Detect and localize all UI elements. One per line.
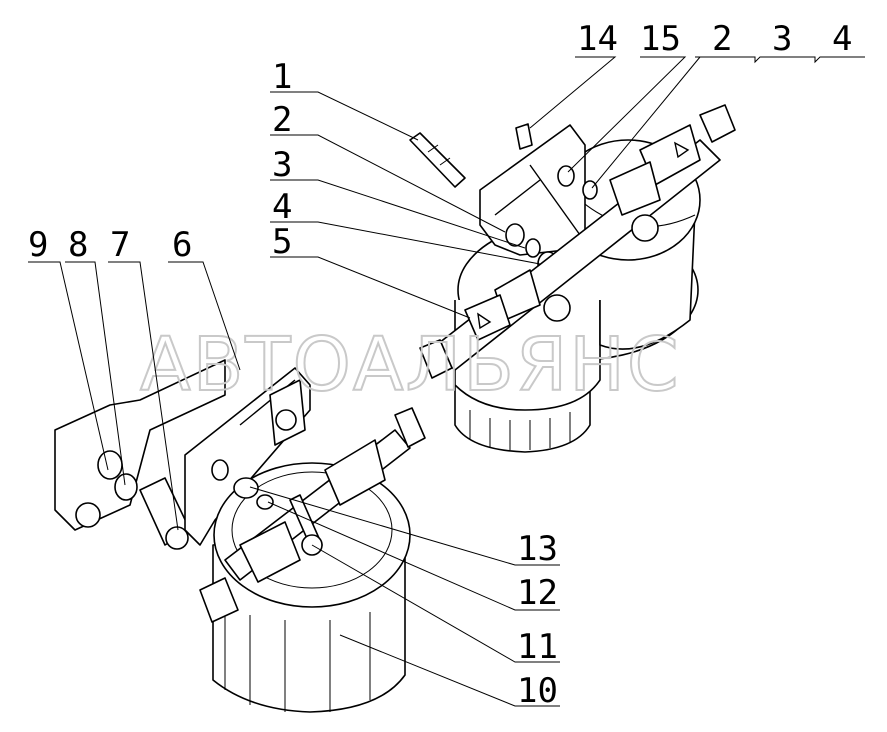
- callout-2-left: 2: [272, 100, 292, 140]
- lower-pipe-cap-nut: [394, 407, 426, 448]
- washer-3: [525, 238, 541, 258]
- callout-3-right: 3: [772, 19, 792, 59]
- callout-9: 9: [28, 225, 48, 265]
- callout-4-right: 4: [832, 19, 852, 59]
- lower-pipe-end-nut: [199, 577, 239, 623]
- callout-2-right: 2: [712, 19, 732, 59]
- leader-lines: [28, 56, 865, 707]
- upper-pipe-cap-nut: [699, 104, 736, 143]
- watermark-text: АВТОАЛЬЯНС: [140, 322, 681, 408]
- callout-5: 5: [272, 222, 292, 262]
- callout-4-left: 4: [272, 187, 292, 227]
- fitting-13: [233, 477, 259, 499]
- callout-6: 6: [172, 225, 192, 265]
- upper-bracket-pin: [515, 123, 533, 150]
- bolt-left-bracket: [75, 502, 101, 528]
- upper-filter-assembly: [409, 104, 736, 453]
- washer-2: [505, 223, 525, 247]
- callout-labels: 1 2 3 4 5 14 15 2 3 4 9 8 7 6 13 12 11 1…: [28, 19, 852, 711]
- callout-12: 12: [517, 573, 558, 613]
- callout-10: 10: [517, 671, 558, 711]
- upper-bolt-a: [631, 214, 659, 242]
- callout-15: 15: [640, 19, 681, 59]
- lower-filter-assembly: [54, 359, 426, 713]
- callout-11: 11: [517, 627, 558, 667]
- upper-pipe-end-nut: [419, 339, 453, 379]
- callout-1: 1: [272, 57, 292, 97]
- callout-3-left: 3: [272, 145, 292, 185]
- washer-8: [114, 473, 138, 501]
- callout-8: 8: [68, 225, 88, 265]
- callout-7: 7: [110, 225, 130, 265]
- left-bracket-plate: [54, 359, 226, 531]
- callout-14: 14: [577, 19, 618, 59]
- callout-13: 13: [517, 529, 558, 569]
- washer-12: [256, 494, 274, 510]
- loose-pin-1: [409, 132, 466, 188]
- upper-bracket-hole-a: [557, 165, 575, 187]
- upper-bolt-b: [543, 294, 571, 322]
- bracket-hole-9: [97, 450, 123, 480]
